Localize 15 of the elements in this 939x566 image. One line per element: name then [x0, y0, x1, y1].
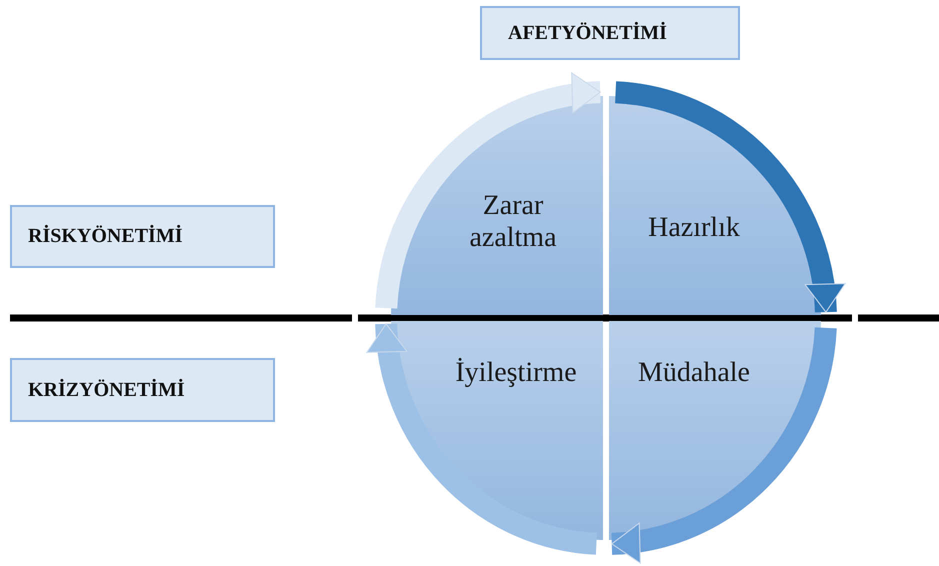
phase-label: Müdahale — [637, 357, 751, 390]
heading-box: AFETYÖNETİMİ — [480, 6, 740, 60]
quadrant-segment — [609, 96, 821, 315]
quadrant-segment — [609, 321, 821, 540]
curved-arrow — [614, 81, 844, 314]
curved-arrow — [375, 74, 602, 310]
heading-box: RİSKYÖNETİMİ — [10, 205, 275, 268]
heading-box: KRİZYÖNETİMİ — [10, 358, 275, 422]
phase-label: İyileştirme — [454, 357, 578, 390]
quadrant-segment — [391, 96, 603, 315]
phase-label: Hazırlık — [647, 212, 741, 244]
curved-arrow — [610, 326, 837, 562]
phase-label: Zarar azaltma — [468, 190, 558, 254]
curved-arrow — [368, 322, 598, 555]
quadrant-segment — [391, 321, 603, 540]
